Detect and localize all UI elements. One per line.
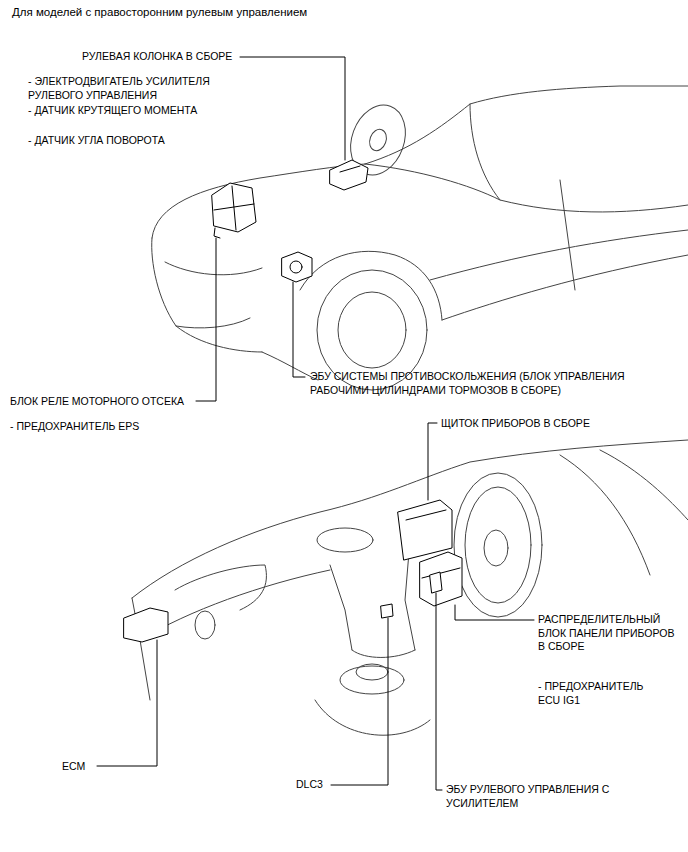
components-bottom <box>124 500 462 642</box>
part-label: ECM <box>62 760 85 774</box>
side-sill <box>442 255 688 320</box>
junction-block <box>420 552 462 606</box>
subpart-label: - ПРЕДОХРАНИТЕЛЬ ECU IG1 <box>538 680 668 707</box>
part-label: РАСПРЕДЕЛИТЕЛЬНЫЙ БЛОК ПАНЕЛИ ПРИБОРОВ В… <box>538 613 678 654</box>
cluster-detail <box>406 510 446 520</box>
part-label: DLC3 <box>296 778 323 792</box>
leader-lines-top <box>196 57 345 401</box>
a-pillar <box>470 104 500 200</box>
windshield <box>365 86 688 164</box>
relay-detail <box>214 186 254 230</box>
side-crease <box>430 230 688 280</box>
pillar <box>600 450 688 520</box>
relay-bracket <box>214 228 220 238</box>
relay-block <box>212 183 256 232</box>
car-interior <box>132 440 688 735</box>
headlight-line <box>165 262 262 275</box>
ecm-unit <box>124 608 168 642</box>
part-label: ЩИТОК ПРИБОРОВ В СБОРЕ <box>441 417 590 431</box>
lower-front <box>262 352 318 380</box>
subpart-label: - ПРЕДОХРАНИТЕЛЬ EPS <box>10 420 139 434</box>
subpart-label: - ЭЛЕКТРОДВИГАТЕЛЬ УСИЛИТЕЛЯ РУЛЕВОГО УП… <box>28 75 228 102</box>
tunnel <box>315 700 430 735</box>
part-label: РУЛЕВАЯ КОЛОНКА В СБОРЕ <box>82 50 232 64</box>
column-detail <box>340 166 360 172</box>
instrument-cluster <box>398 500 452 560</box>
console-left <box>330 565 352 650</box>
center-vent <box>317 528 373 552</box>
side-vent <box>195 611 215 639</box>
bumper <box>152 238 262 352</box>
part-label: БЛОК РЕЛЕ МОТОРНОГО ОТСЕКА <box>10 395 184 409</box>
subpart-label: - ДАТЧИК КРУТЯЩЕГО МОМЕНТА <box>28 104 197 118</box>
part-label: ЭБУ СИСТЕМЫ ПРОТИВОСКОЛЬЖЕНИЯ (БЛОК УПРА… <box>310 370 680 397</box>
belt-line <box>365 164 688 212</box>
components-top <box>212 160 368 282</box>
rim <box>338 292 406 368</box>
subpart-label: - ДАТЧИК УГЛА ПОВОРОТА <box>28 134 165 148</box>
car-exterior <box>152 86 688 390</box>
power-steering-ecu <box>430 572 442 593</box>
part-label: ЭБУ РУЛЕВОГО УПРАВЛЕНИЯ С УСИЛИТЕЛЕМ <box>446 783 636 810</box>
steering-wheel-bottom <box>454 473 542 617</box>
glovebox <box>175 565 266 610</box>
diagram-title: Для моделей с правосторонним рулевым упр… <box>12 6 307 18</box>
abs-unit <box>282 252 312 282</box>
steering-column <box>330 160 368 190</box>
dlc3-connector <box>381 604 393 618</box>
shifter <box>356 664 388 680</box>
dash-top <box>132 440 688 598</box>
door-line <box>560 180 575 290</box>
leader-lines-bottom <box>97 423 534 790</box>
abs-port <box>290 261 302 273</box>
wheel-arch <box>300 251 442 320</box>
grille <box>176 318 250 328</box>
console-edge <box>352 650 415 658</box>
